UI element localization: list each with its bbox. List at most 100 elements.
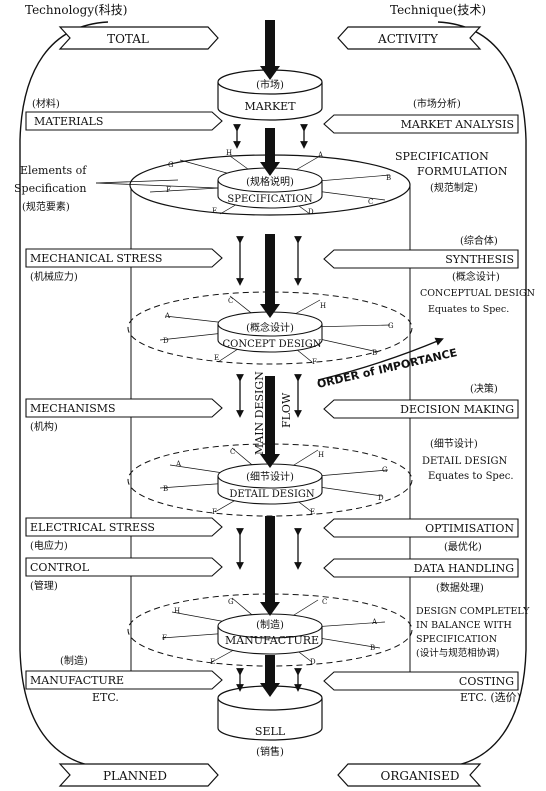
electrical-stress-cn: (电应力) bbox=[30, 539, 68, 552]
specification-hub bbox=[217, 167, 323, 209]
sell-cn-label: (销售) bbox=[256, 745, 284, 758]
spec-formulation-line2: FORMULATION bbox=[417, 165, 508, 178]
manufacture-input: (制造) MANUFACTURE ETC. bbox=[25, 654, 223, 704]
market-cn-label: (市场) bbox=[256, 78, 284, 91]
optimisation-cn: (最优化) bbox=[444, 540, 482, 553]
manufacture-letter-d: D bbox=[310, 658, 316, 666]
control-en: CONTROL bbox=[30, 561, 90, 574]
data-handling-input: DATA HANDLING (数据处理) bbox=[323, 558, 519, 594]
concept-letter-c: C bbox=[228, 297, 233, 305]
concept-letter-b: B bbox=[372, 349, 377, 357]
spec-letter-e: E bbox=[212, 207, 217, 215]
materials-cn: (材料) bbox=[32, 97, 60, 110]
data-handling-en: DATA HANDLING bbox=[414, 562, 514, 575]
detail-letter-d: D bbox=[378, 494, 384, 502]
spec-formulation-cn: (规范制定) bbox=[430, 181, 478, 194]
manufacture-input-cn: (制造) bbox=[60, 654, 88, 667]
detail-letter-c: C bbox=[230, 448, 235, 456]
optimisation-input: OPTIMISATION (最优化) bbox=[323, 518, 519, 553]
elements-of-spec-line2: Specification bbox=[14, 182, 86, 195]
order-of-importance-label: ORDER of IMPORTANCE bbox=[316, 346, 459, 391]
materials-en: MATERIALS bbox=[34, 115, 103, 128]
spec-letter-d: D bbox=[308, 208, 314, 216]
market-en-label: MARKET bbox=[244, 100, 296, 113]
manufacture-cn-label: (制造) bbox=[256, 618, 284, 631]
spec-letter-h: H bbox=[226, 149, 232, 157]
conceptual-design-line2: Equates to Spec. bbox=[428, 304, 509, 315]
elements-pointer-1 bbox=[95, 179, 179, 184]
costing-etc: ETC. (选价) bbox=[460, 691, 521, 704]
planned-arrow-box: PLANNED bbox=[58, 763, 219, 787]
manufacture-en-label: MANUFACTURE bbox=[225, 634, 319, 647]
mechanisms-cn: (机构) bbox=[30, 420, 58, 433]
manufacture-letter-a: A bbox=[371, 618, 378, 626]
manufacture-input-etc: ETC. bbox=[92, 691, 119, 704]
balance-line1: DESIGN COMPLETELY bbox=[416, 606, 530, 617]
decision-making-en: DECISION MAKING bbox=[400, 403, 514, 416]
activity-label: ACTIVITY bbox=[377, 32, 439, 46]
organised-label: ORGANISED bbox=[381, 769, 460, 783]
manufacture-input-en: MANUFACTURE bbox=[30, 674, 124, 687]
spec-letter-c: C bbox=[368, 198, 373, 206]
concept-letter-h: H bbox=[320, 302, 326, 310]
detail-design-annot-cn: (细节设计) bbox=[430, 437, 478, 450]
market-drum bbox=[217, 69, 323, 121]
manufacture-hub bbox=[217, 613, 323, 655]
balance-cn: (设计与规范相协调) bbox=[416, 647, 499, 659]
elements-pointer-2 bbox=[95, 182, 219, 189]
order-of-importance-arrow bbox=[317, 337, 444, 381]
main-flow-shaft bbox=[260, 20, 280, 697]
detail-letter-f: F bbox=[212, 508, 217, 516]
balance-line2: IN BALANCE WITH bbox=[416, 620, 512, 631]
detail-letter-h: H bbox=[318, 451, 324, 459]
double-arrows bbox=[233, 124, 308, 692]
organised-arrow-box: ORGANISED bbox=[337, 763, 482, 787]
control-input: CONTROL (管理) bbox=[25, 557, 223, 592]
spec-formulation-line1: SPECIFICATION bbox=[395, 150, 489, 163]
mechanisms-input: MECHANISMS (机构) bbox=[25, 398, 223, 433]
spec-letter-f: F bbox=[166, 186, 171, 194]
decision-making-cn: (决策) bbox=[470, 382, 498, 395]
optimisation-en: OPTIMISATION bbox=[425, 522, 514, 535]
concept-design-en-label: CONCEPT DESIGN bbox=[223, 339, 322, 350]
detail-letter-a: A bbox=[175, 460, 182, 468]
balance-line3: SPECIFICATION bbox=[416, 634, 497, 645]
manufacture-letter-g: G bbox=[228, 598, 234, 606]
total-arrow-box: TOTAL bbox=[58, 26, 219, 50]
mechanical-stress-cn: (机械应力) bbox=[30, 270, 78, 283]
costing-en: COSTING bbox=[459, 675, 514, 688]
decision-making-input: (决策) DECISION MAKING bbox=[323, 382, 519, 419]
electrical-stress-input: ELECTRICAL STRESS (电应力) bbox=[25, 517, 223, 552]
elements-of-spec-cn: (规范要素) bbox=[22, 200, 70, 213]
concept-letter-g: G bbox=[388, 322, 394, 330]
planned-label: PLANNED bbox=[103, 769, 167, 783]
main-design-label: MAIN DESIGN bbox=[253, 371, 266, 455]
market-analysis-en: MARKET ANALYSIS bbox=[401, 118, 514, 131]
materials-input: (材料) MATERIALS bbox=[25, 97, 223, 131]
manufacture-letter-b: B bbox=[370, 644, 375, 652]
electrical-stress-en: ELECTRICAL STRESS bbox=[30, 521, 155, 534]
technique-title: Technique(技术) bbox=[390, 3, 486, 17]
detail-letter-g: G bbox=[382, 466, 388, 474]
concept-letter-d: D bbox=[163, 337, 169, 345]
manufacture-letter-f: F bbox=[162, 634, 167, 642]
left-boundary-curve bbox=[19, 21, 109, 769]
concept-letter-f: F bbox=[312, 358, 317, 366]
concept-letter-e: E bbox=[214, 354, 219, 362]
right-boundary-curve bbox=[437, 21, 527, 769]
activity-arrow-box: ACTIVITY bbox=[337, 26, 482, 50]
market-analysis-input: (市场分析) MARKET ANALYSIS bbox=[323, 97, 519, 134]
detail-letter-b: B bbox=[163, 485, 168, 493]
synthesis-en: SYNTHESIS bbox=[445, 253, 514, 266]
detail-design-annot-line2: Equates to Spec. bbox=[428, 471, 514, 482]
concept-letter-a: A bbox=[164, 312, 171, 320]
mechanisms-en: MECHANISMS bbox=[30, 402, 116, 415]
spec-letter-a: A bbox=[317, 151, 324, 159]
concept-design-hub bbox=[217, 311, 323, 353]
manufacture-letter-h: H bbox=[174, 607, 180, 615]
detail-letter-e: E bbox=[310, 508, 315, 516]
conceptual-design-cn: (概念设计) bbox=[452, 270, 500, 283]
elements-of-spec-line1: Elements of bbox=[20, 164, 87, 177]
manufacture-letter-e: E bbox=[210, 658, 215, 666]
